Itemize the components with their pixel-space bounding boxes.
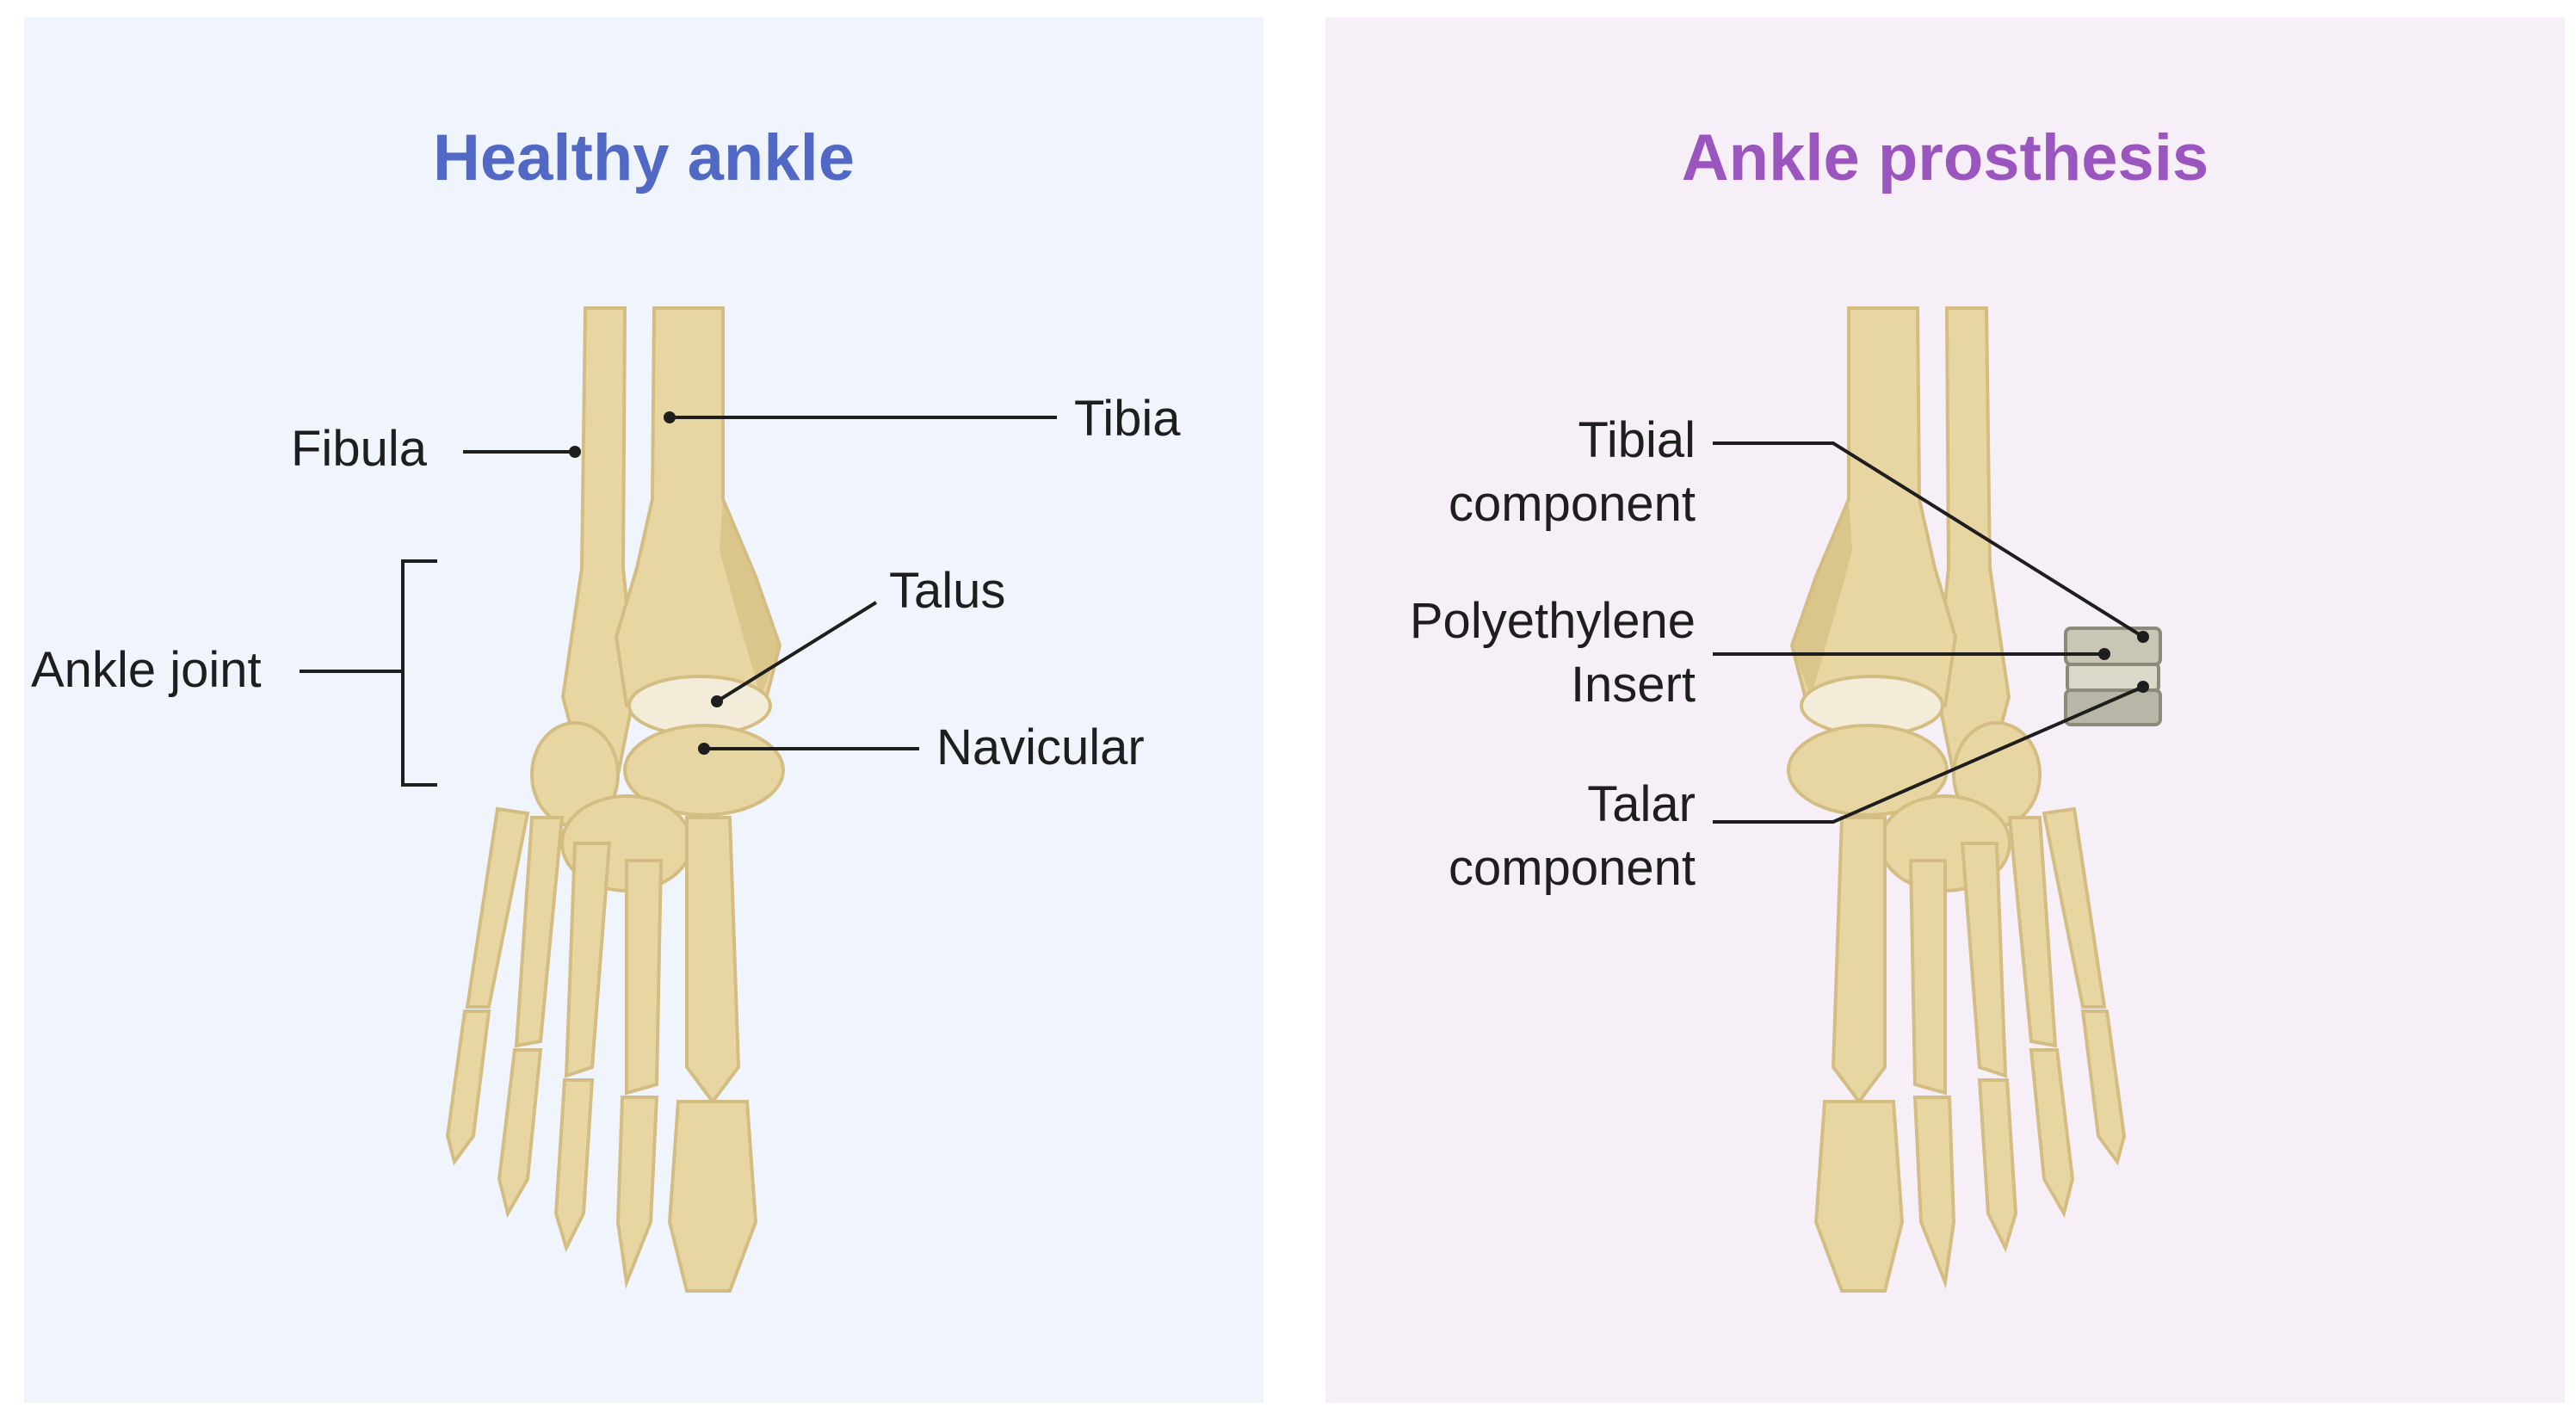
ankle-joint-bracket <box>401 559 437 787</box>
tibial-component-label: Tibial component <box>1449 412 1696 532</box>
ankle-prosthesis-title: Ankle prosthesis <box>1681 121 2209 194</box>
tibial-component-leader <box>1713 441 2145 639</box>
ankle-joint-label: Ankle joint <box>31 642 262 698</box>
healthy-foot-illustration <box>300 306 1057 1293</box>
healthy-ankle-title: Healthy ankle <box>433 121 855 194</box>
fibula-label: Fibula <box>291 421 427 477</box>
tibia-label: Tibia <box>1074 391 1181 447</box>
ankle-prosthesis-panel: Ankle prosthesis Tibial component Polyet… <box>1325 17 2565 1403</box>
implant <box>2064 627 2162 726</box>
polyethylene-insert-label: Polyethylene Insert <box>1409 593 1696 713</box>
talar-component-label: Talar component <box>1449 776 1696 896</box>
talus-label: Talus <box>889 563 1006 619</box>
prosthesis-foot-illustration <box>1713 306 2162 1293</box>
healthy-ankle-panel: Healthy ankle Fibula Tibia Talus Ankle j… <box>24 17 1263 1403</box>
talus-leader <box>715 601 878 703</box>
talar-component-leader <box>1713 685 2144 824</box>
navicular-label: Navicular <box>936 719 1145 775</box>
